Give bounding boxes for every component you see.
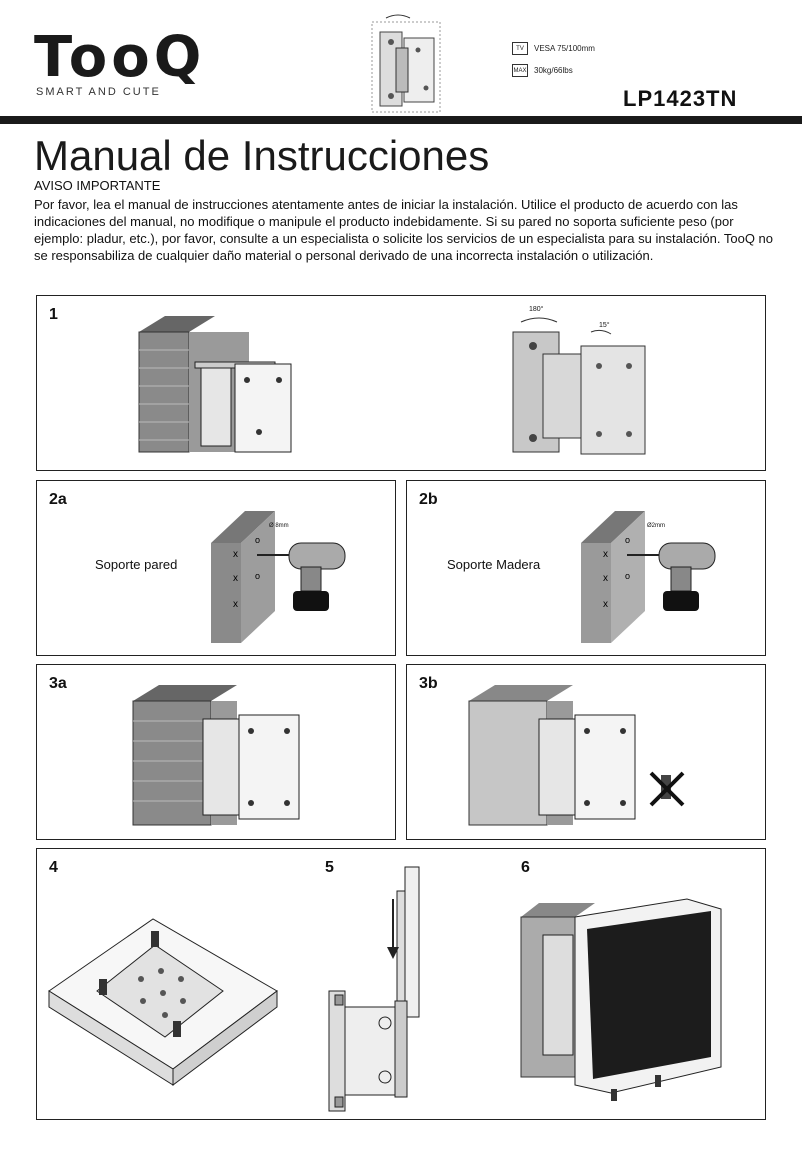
- step-3a-label: 3a: [49, 675, 67, 692]
- no-drill-icon: [649, 771, 685, 807]
- step-6-monitor-drawing: [520, 898, 722, 1101]
- spec-vesa: TV VESA 75/100mm: [512, 42, 595, 55]
- brand-logo: TooQ: [34, 25, 206, 90]
- step-3b-label: 3b: [419, 675, 438, 692]
- notice-body: Por favor, lea el manual de instruccione…: [34, 197, 774, 263]
- step-2b-panel: 2b Soporte Madera o o x x x Ø2mm: [406, 480, 766, 656]
- step-3b-wood-mount-drawing: [468, 685, 636, 826]
- weight-icon: MAX: [512, 64, 528, 77]
- step-2b-drill-drawing: o o x x x: [581, 511, 716, 643]
- step-1-wall-drawing: [138, 316, 292, 453]
- step-1-angle-b: 15°: [599, 322, 610, 329]
- header-product-drawing: [366, 8, 446, 116]
- notice-heading: AVISO IMPORTANTE: [34, 178, 161, 193]
- svg-text:o: o: [255, 571, 260, 581]
- step-2b-drill-size: Ø2mm: [647, 523, 665, 529]
- svg-text:x: x: [233, 549, 238, 560]
- svg-text:o: o: [255, 535, 260, 545]
- step-1-angle-a: 180°: [529, 306, 544, 313]
- step-2a-label: 2a: [49, 491, 67, 508]
- step-1-bracket-drawing: [512, 317, 646, 455]
- step-6-label: 6: [521, 859, 530, 876]
- model-number: LP1423TN: [623, 86, 738, 111]
- step-2b-label: 2b: [419, 491, 438, 508]
- svg-text:o: o: [625, 535, 630, 545]
- step-5-hang-drawing: [328, 866, 420, 1112]
- step-4-label: 4: [49, 859, 58, 876]
- svg-text:x: x: [603, 549, 608, 560]
- svg-text:x: x: [233, 599, 238, 610]
- step-2a-drill-size: Ø 8mm: [269, 523, 289, 529]
- step-5-label: 5: [325, 859, 334, 876]
- svg-text:x: x: [603, 599, 608, 610]
- step-1-panel: 1 180° 15°: [36, 295, 766, 471]
- step-2a-panel: 2a Soporte pared o o x x x Ø 8mm: [36, 480, 396, 656]
- svg-text:x: x: [233, 573, 238, 584]
- step-3b-panel: 3b: [406, 664, 766, 840]
- step-3a-panel: 3a: [36, 664, 396, 840]
- tv-icon: TV: [512, 42, 528, 55]
- spec-vesa-text: VESA 75/100mm: [534, 44, 595, 53]
- step-2b-caption: Soporte Madera: [447, 557, 541, 572]
- page-title: Manual de Instrucciones: [34, 132, 490, 179]
- svg-text:o: o: [625, 571, 630, 581]
- spec-weight: MAX 30kg/66lbs: [512, 64, 573, 77]
- brand-tagline: SMART AND CUTE: [36, 86, 161, 98]
- step-3a-wall-mount-drawing: [132, 685, 300, 826]
- step-4-5-6-panel: 4 5 6: [36, 848, 766, 1120]
- header-divider: [0, 116, 802, 124]
- step-2a-drill-drawing: o o x x x: [211, 511, 346, 643]
- step-4-vesa-screw-drawing: [48, 918, 278, 1086]
- step-1-label: 1: [49, 306, 58, 323]
- step-2a-caption: Soporte pared: [95, 557, 178, 572]
- spec-weight-text: 30kg/66lbs: [534, 66, 573, 75]
- svg-text:x: x: [603, 573, 608, 584]
